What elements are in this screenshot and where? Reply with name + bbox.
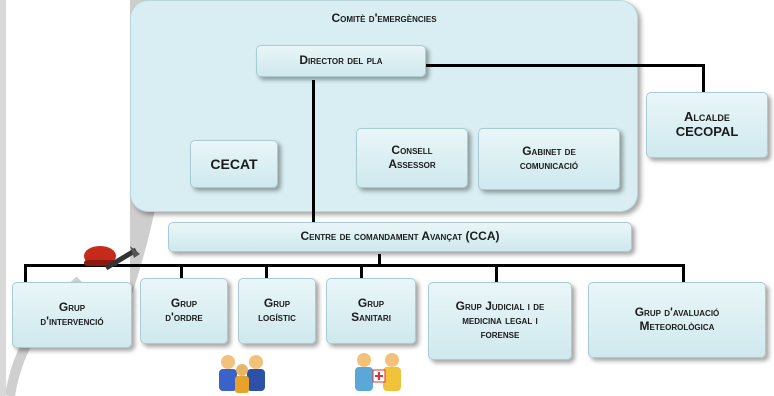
people-group-icon (219, 355, 265, 393)
connector-alcalde-drop (702, 64, 705, 94)
alcalde-cecopal-box: Alcalde CECOPAL (646, 92, 768, 158)
connector-cca-groups (378, 254, 381, 266)
committee-title: Comitè d'emergències (331, 11, 437, 25)
group-drop-4 (360, 264, 363, 280)
director-box: Director del pla (256, 45, 426, 77)
group-drop-6 (682, 264, 685, 284)
group-box-judicial: Grup Judicial i de medicina legal i fore… (428, 282, 572, 360)
group-drop-5 (495, 264, 498, 284)
group-box-ordre: Grup d'ordre (140, 278, 228, 344)
medical-staff-icon (355, 353, 401, 391)
cca-box: Centre de comandament Avançat (CCA) (168, 222, 632, 252)
connector-director-alcalde (425, 64, 703, 67)
group-box-logistic: Grup logístic (238, 278, 316, 344)
group-box-avaluacio: Grup d'avaluació Meteorològica (588, 282, 766, 358)
group-drop-3 (265, 264, 268, 280)
group-box-intervencio: Grup d'intervenció (12, 282, 132, 348)
firefighter-helmet-icon (84, 246, 140, 271)
cecat-box: CECAT (190, 140, 278, 188)
group-box-sanitari: Grup Sanitari (326, 278, 416, 344)
group-drop-2 (180, 264, 183, 280)
connector-director-cca (312, 80, 315, 228)
group-drop-1 (24, 264, 27, 284)
groups-horizontal-line (24, 264, 684, 267)
consell-assessor-box: Consell Assessor (356, 128, 468, 188)
left-border (0, 0, 6, 396)
gabinet-comunicacio-box: Gabinet de comunicació (478, 128, 620, 190)
